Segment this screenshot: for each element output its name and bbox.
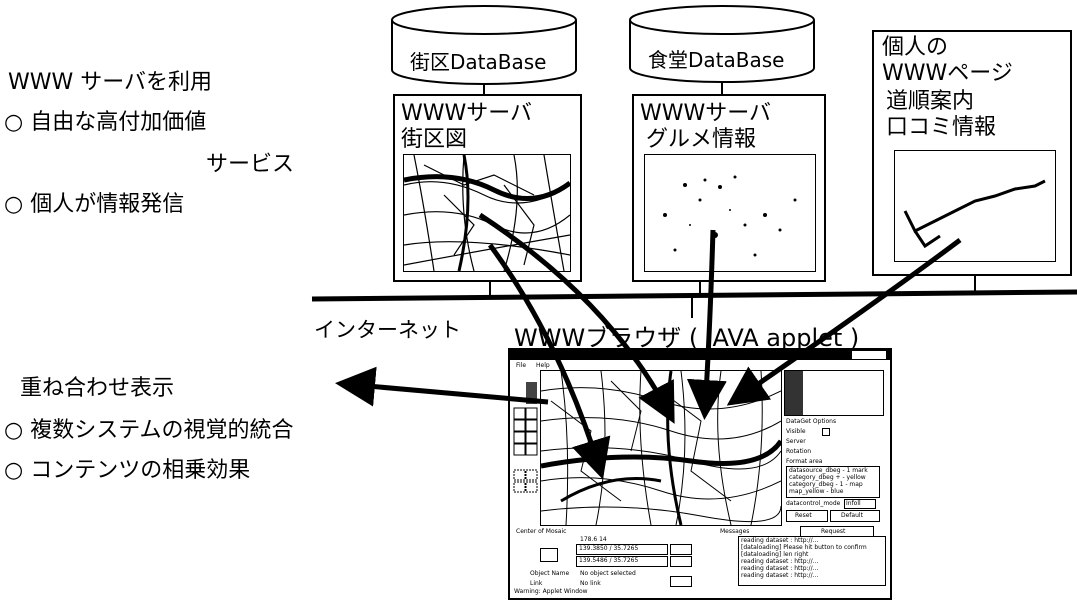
menu-help[interactable]: Help bbox=[536, 362, 550, 369]
position-marker bbox=[540, 548, 558, 562]
server-subtitle: グルメ情報 bbox=[646, 127, 757, 152]
network-label: インターネット bbox=[314, 318, 461, 342]
format-label: Format area bbox=[786, 458, 823, 465]
panel-title: DataGet Options bbox=[786, 418, 837, 425]
data-control-select[interactable]: Infoll bbox=[844, 499, 876, 509]
server-title: WWWサーバ bbox=[401, 101, 533, 126]
menu-file[interactable]: File bbox=[516, 362, 527, 369]
reset-label: Reset bbox=[795, 512, 812, 519]
database-label-street: 街区DataBase bbox=[410, 50, 547, 74]
object-name-label: Object Name bbox=[530, 570, 570, 577]
options-panel: DataGet Options Visible Server Rotation … bbox=[782, 370, 886, 524]
coord-value-label: 178.6 14 bbox=[580, 536, 607, 543]
status-bar: Warning: Applet Window bbox=[514, 588, 588, 595]
log-line: reading dataset : http://... bbox=[741, 572, 819, 579]
coord-button-2[interactable] bbox=[670, 556, 692, 567]
window-buttons[interactable] bbox=[852, 351, 886, 359]
tool-palette bbox=[512, 370, 540, 500]
personal-line1: 個人の bbox=[882, 35, 949, 60]
browser-title-bar bbox=[510, 350, 890, 360]
coord-text: 139.3850 / 35.7265 bbox=[579, 545, 639, 552]
visible-checkbox[interactable] bbox=[822, 428, 830, 436]
server-subtitle: 街区図 bbox=[401, 127, 468, 152]
left-bottom-item1: ○ 複数システムの視覚的統合 bbox=[4, 418, 294, 443]
internet-backbone bbox=[311, 289, 1077, 302]
coord-field-1[interactable]: 139.3850 / 35.7265 bbox=[576, 544, 668, 555]
server-label: Server bbox=[786, 438, 806, 445]
link-label: Link bbox=[530, 580, 543, 587]
data-control-value: Infoll bbox=[846, 500, 861, 507]
gourmet-points-image bbox=[644, 154, 816, 272]
log-line: [dataloading] Please hit button to confi… bbox=[741, 544, 867, 551]
default-label: Default bbox=[841, 512, 863, 519]
left-bottom-item2: ○ コンテンツの相乗効果 bbox=[4, 458, 251, 483]
layer-thumbnail-list[interactable] bbox=[784, 370, 884, 416]
reset-button[interactable]: Reset bbox=[786, 510, 828, 522]
route-map-image bbox=[894, 150, 1056, 262]
visible-label: Visible bbox=[786, 428, 806, 435]
left-top-item1-cont: サービス bbox=[206, 152, 295, 177]
coord-header: Center of Mosaic bbox=[516, 528, 567, 535]
personal-page-box: 個人の WWWページ 道順案内 口コミ情報 bbox=[872, 30, 1072, 276]
database-cylinder-street bbox=[391, 5, 577, 85]
left-top-item2: ○ 個人が情報発信 bbox=[4, 192, 185, 217]
street-map-image bbox=[403, 154, 571, 272]
list-item[interactable]: category_dbeg - 1 - map bbox=[789, 481, 863, 488]
format-list[interactable]: datasource_dbeg - 1 mark category_dbeg +… bbox=[786, 466, 880, 498]
server-box-street-map: WWWサーバ 街区図 bbox=[393, 94, 582, 282]
personal-line4: 口コミ情報 bbox=[886, 115, 997, 140]
left-top-item1: ○ 自由な高付加価値 bbox=[4, 110, 207, 135]
list-item[interactable]: datasource_dbeg - 1 mark bbox=[789, 467, 868, 474]
personal-line2: WWWページ bbox=[882, 61, 1013, 86]
overlay-map-view[interactable] bbox=[540, 370, 782, 526]
server-box-gourmet: WWWサーバ グルメ情報 bbox=[632, 94, 826, 282]
message-log[interactable]: reading dataset : http://... [dataloadin… bbox=[738, 536, 886, 586]
coord-button-1[interactable] bbox=[670, 544, 692, 555]
log-header: Messages bbox=[720, 528, 750, 535]
personal-line3: 道順案内 bbox=[886, 89, 975, 114]
browser-window: File Help bbox=[508, 348, 892, 600]
link-button[interactable] bbox=[670, 576, 692, 587]
coord-text: 139.5486 / 35.7265 bbox=[579, 557, 639, 564]
log-line: reading dataset : http://... bbox=[741, 558, 819, 565]
default-button[interactable]: Default bbox=[830, 510, 880, 522]
left-bottom-heading: 重ね合わせ表示 bbox=[20, 376, 175, 401]
data-control-label: datacontrol_mode bbox=[786, 500, 841, 507]
coord-field-2[interactable]: 139.5486 / 35.7265 bbox=[576, 556, 668, 567]
request-label: Request bbox=[821, 528, 846, 535]
left-top-heading: WWW サーバを利用 bbox=[8, 70, 213, 95]
server-title: WWWサーバ bbox=[640, 101, 772, 126]
log-line: reading dataset : http://... bbox=[741, 565, 819, 572]
list-item[interactable]: category_dbeg + - yellow bbox=[789, 474, 866, 481]
list-item[interactable]: map_yellow - blue bbox=[789, 488, 844, 495]
object-name-value: No object selected bbox=[580, 570, 636, 577]
log-line: [dataloading] len right bbox=[741, 551, 809, 558]
log-line: reading dataset : http://... bbox=[741, 537, 819, 544]
database-cylinder-restaurant bbox=[629, 5, 815, 83]
database-label-restaurant: 食堂DataBase bbox=[648, 48, 785, 72]
rotation-label: Rotation bbox=[786, 448, 812, 455]
link-value: No link bbox=[580, 580, 601, 587]
